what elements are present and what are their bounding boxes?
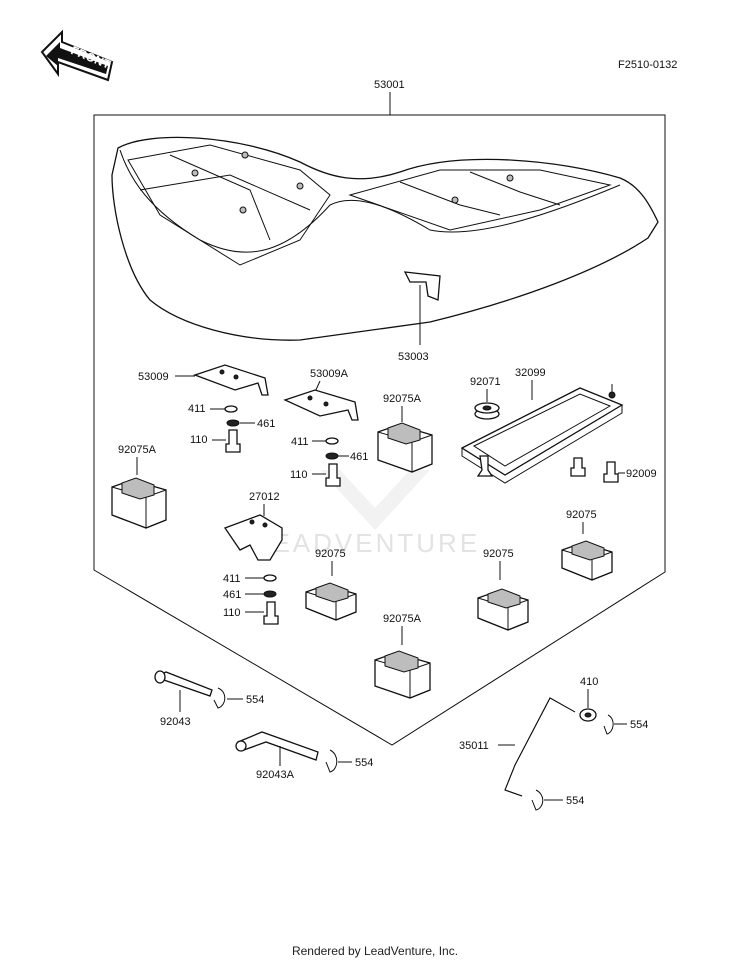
assembly-frame [93,114,666,746]
washer-461-a [226,419,240,427]
damper-92075A-c [374,650,431,699]
callout-92075A-b[interactable]: 92075A [118,444,157,456]
pin-92043A [235,731,319,761]
callout-35011[interactable]: 35011 [459,740,489,752]
washer-461-b [325,452,339,460]
clip-554-b [325,749,338,773]
callout-110-c[interactable]: 110 [223,607,241,619]
watermark-logo-icon [320,470,430,530]
strap-53003 [403,271,441,301]
callout-92075-a[interactable]: 92075 [315,548,346,560]
footer-credit: Rendered by LeadVenture, Inc. [291,944,459,958]
watermark: LEADVENTURE [255,528,480,558]
bracket-27012 [223,514,283,561]
callout-554-a[interactable]: 554 [246,694,264,706]
callout-92009[interactable]: 92009 [626,468,657,480]
clip-554-c [603,714,614,735]
clip-554-d [531,789,544,811]
damper-92075-a [305,582,357,621]
callout-27012[interactable]: 27012 [249,491,280,503]
callout-461-c[interactable]: 461 [223,589,241,601]
callout-110-a[interactable]: 110 [190,434,208,446]
callout-92043A[interactable]: 92043A [256,769,295,781]
bolt-32099 [570,457,586,477]
washer-411-c [263,574,277,582]
callout-554-b[interactable]: 554 [355,757,373,769]
callout-53001[interactable]: 53001 [374,79,405,91]
tray-32099 [460,387,624,484]
damper-92075A-a [377,422,433,473]
callout-411-a[interactable]: 411 [188,403,206,415]
front-arrow-icon [40,29,114,82]
screw-92009 [603,461,619,483]
callout-53009A[interactable]: 53009A [310,368,349,380]
bracket-53009 [193,364,269,396]
washer-411-b [325,437,339,445]
washer-461-c [263,590,277,598]
callout-92075-c[interactable]: 92075 [566,509,597,521]
callout-92075A-a[interactable]: 92075A [383,393,422,405]
bolt-110-b [325,463,341,487]
callout-554-c[interactable]: 554 [630,719,648,731]
callout-92075-b[interactable]: 92075 [483,548,514,560]
rod-35011 [504,697,576,797]
callout-554-d[interactable]: 554 [566,795,584,807]
pin-92043 [154,670,213,697]
callout-411-c[interactable]: 411 [223,573,241,585]
diagram-code: F2510-0132 [618,59,677,71]
grommet-92071 [474,402,500,420]
callout-461-a[interactable]: 461 [257,418,275,430]
callout-92043[interactable]: 92043 [160,716,191,728]
damper-92075-b [477,588,529,631]
damper-92075-c [561,540,613,581]
bolt-110-c [263,601,279,625]
callout-411-b[interactable]: 411 [291,436,309,448]
clip-554-a [213,687,226,709]
callout-110-b[interactable]: 110 [290,469,308,481]
callout-92071[interactable]: 92071 [470,376,501,388]
seat [111,136,659,341]
callout-53009[interactable]: 53009 [138,371,169,383]
callout-32099[interactable]: 32099 [515,367,546,379]
washer-411-a [224,405,238,413]
callout-92075A-c[interactable]: 92075A [383,613,422,625]
bolt-110-a [225,429,241,453]
damper-92075A-b [111,477,167,529]
callout-53003[interactable]: 53003 [398,351,429,363]
bracket-53009A [283,389,359,421]
callout-410[interactable]: 410 [580,676,598,688]
callout-461-b[interactable]: 461 [350,451,368,463]
washer-410 [579,708,597,722]
